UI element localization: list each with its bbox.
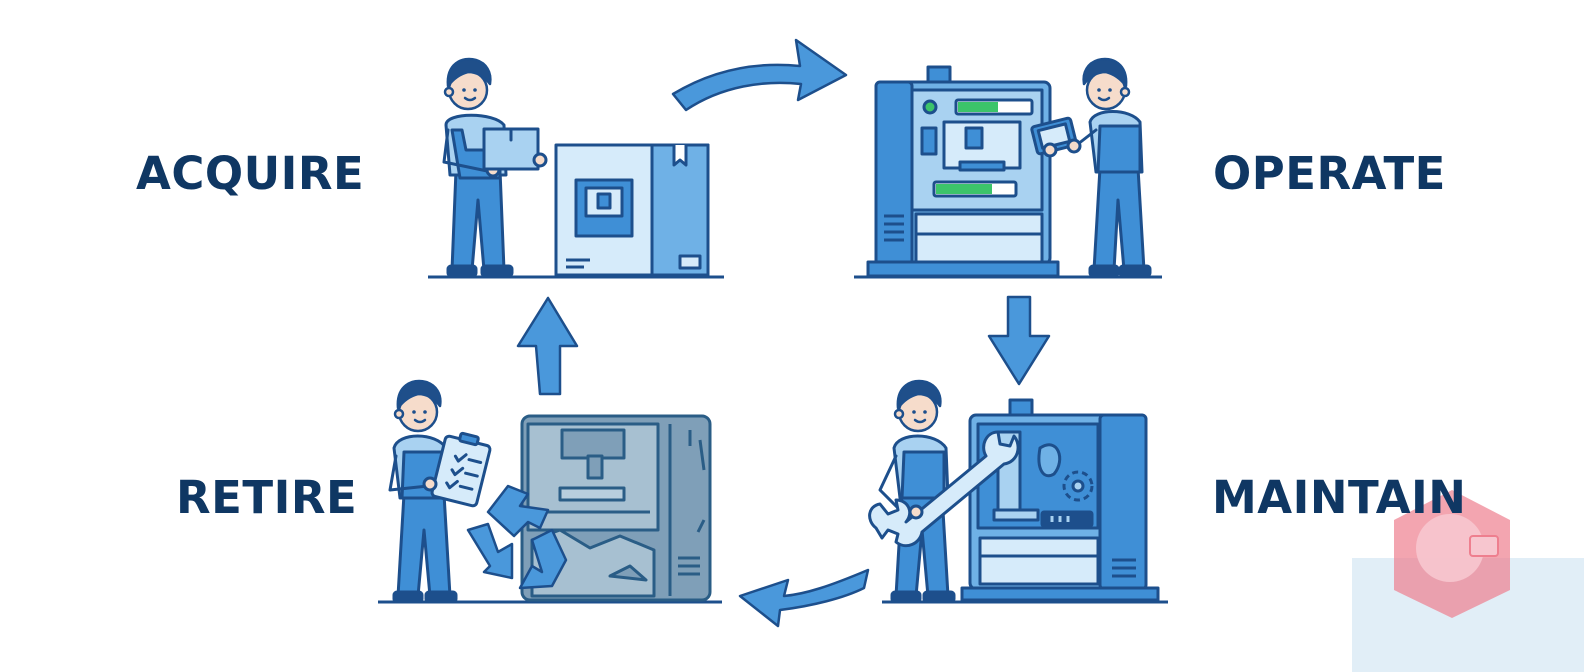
arrow-retire-to-acquire — [516, 296, 579, 396]
cnc-machine-open-icon — [960, 398, 1160, 602]
worker-acquire — [442, 57, 548, 278]
stage-label-retire: RETIRE — [176, 471, 358, 524]
worker-operate — [1030, 57, 1152, 278]
worker-retire — [388, 379, 492, 604]
maintain-scene — [868, 379, 1168, 604]
arrow-maintain-to-retire — [738, 568, 870, 628]
stage-label-maintain: MAINTAIN — [1212, 471, 1467, 524]
worker-maintain — [868, 379, 1020, 604]
wrench-icon — [868, 430, 1020, 548]
recycle-icon — [466, 484, 568, 590]
cnc-machine-icon — [866, 65, 1060, 278]
watermark-logo — [1352, 490, 1584, 672]
stage-label-acquire: ACQUIRE — [136, 147, 365, 200]
retire-scene — [378, 379, 722, 604]
arrow-operate-to-maintain — [987, 295, 1051, 386]
retired-machine-icon — [520, 414, 712, 602]
stage-label-operate: OPERATE — [1213, 147, 1446, 200]
clipboard-icon — [430, 431, 492, 508]
operate-scene — [854, 57, 1162, 279]
shipping-box-icon — [554, 143, 710, 277]
acquire-scene — [428, 57, 724, 279]
arrow-acquire-to-operate — [671, 38, 848, 112]
